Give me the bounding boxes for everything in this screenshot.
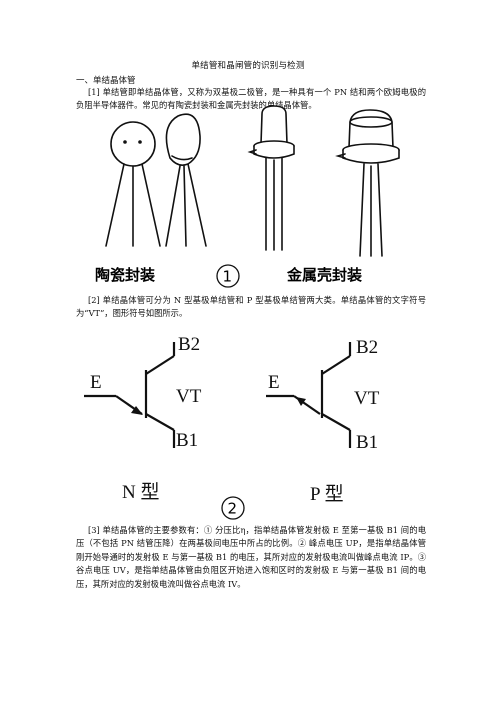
metal-label: 金属壳封装 <box>286 266 363 284</box>
paragraph-2: [2] 单结晶体管可分为 N 型基极单结管和 P 型基极单结管两大类。单结晶体管… <box>76 295 426 319</box>
figure-number-1: 1 <box>223 268 233 286</box>
p-type-b2-label: B2 <box>356 337 378 358</box>
ceramic-label: 陶瓷封装 <box>95 266 156 284</box>
p-type-vt-label: VT <box>354 388 380 409</box>
n-type-b2-label: B2 <box>178 334 200 355</box>
n-type-e-label: E <box>90 372 102 393</box>
metal-can-small-drawing <box>247 105 295 251</box>
n-type-caption: N 型 <box>122 481 159 503</box>
p-type-b1-label: B1 <box>356 432 378 453</box>
document-title: 单结管和晶闸管的识别与检测 <box>191 61 305 71</box>
n-type-b1-label: B1 <box>176 430 198 451</box>
paragraph-1: [1] 单结管即单结晶体管，又称为双基极二极管，是一种具有一个 PN 结和两个欧… <box>76 87 426 111</box>
metal-can-large-drawing <box>335 109 400 257</box>
n-type-arrow <box>131 406 143 415</box>
packaging-figure: 陶瓷封装 1 金属壳封装 <box>95 105 400 288</box>
p-type-symbol <box>266 342 352 448</box>
ceramic-package-front-drawing <box>105 121 161 247</box>
figure-number-2: 2 <box>228 500 238 518</box>
ceramic-package-side-drawing <box>165 113 207 247</box>
p-type-e-label: E <box>268 372 280 393</box>
n-type-symbol <box>84 342 176 448</box>
p-type-arrow <box>296 397 306 406</box>
number-circle-1 <box>216 264 240 288</box>
n-type-vt-label: VT <box>176 386 202 407</box>
section-heading: 一、单结晶体管 <box>76 76 136 86</box>
number-circle-2 <box>221 496 245 520</box>
symbol-figure: B2 E VT B1 N 型 B2 E VT B1 P 型 2 <box>84 334 380 520</box>
paragraph-3: [3] 单结晶体管的主要参数有：① 分压比η，指单结晶体管发射极 E 至第一基极… <box>76 525 426 589</box>
p-type-caption: P 型 <box>310 483 344 505</box>
